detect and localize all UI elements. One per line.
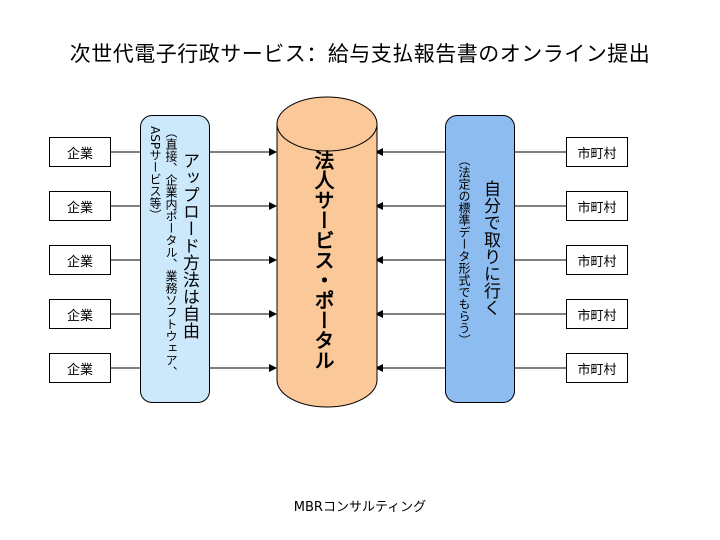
diagram-title: 次世代電子行政サービス：給与支払報告書のオンライン提出 [69, 42, 651, 66]
municipality-box: 市町村 [566, 299, 628, 329]
company-box: 企業 [49, 353, 111, 383]
upload-method-text: アップロード方法は自由 [179, 152, 199, 339]
footer-credit: MBRコンサルティング [293, 500, 427, 515]
company-lines [111, 151, 140, 369]
retrieve-text: 自分で取りに行く [480, 180, 500, 316]
company-box: 企業 [49, 245, 111, 275]
upload-method-note: （直接、企業内ポータル、業務ソフトウェア、ASPサービス等） [148, 126, 178, 378]
company-box: 企業 [49, 137, 111, 167]
company-box: 企業 [49, 299, 111, 329]
municipality-box: 市町村 [566, 245, 628, 275]
portal-cylinder [276, 96, 378, 408]
company-box: 企業 [49, 191, 111, 221]
municipality-box: 市町村 [566, 137, 628, 167]
retrieve-arrows [375, 148, 445, 372]
retrieve-note: （法定の標準データ形式でもらう） [457, 154, 471, 346]
municipality-lines [515, 151, 566, 369]
municipality-box: 市町村 [566, 191, 628, 221]
retrieve-panel: 自分で取りに行く （法定の標準データ形式でもらう） [445, 115, 515, 403]
upload-method-panel: アップロード方法は自由 （直接、企業内ポータル、業務ソフトウェア、ASPサービス… [140, 115, 210, 403]
portal-label: 法人サービス・ポータル [311, 150, 335, 370]
upload-arrows [210, 148, 277, 372]
municipality-box: 市町村 [566, 353, 628, 383]
